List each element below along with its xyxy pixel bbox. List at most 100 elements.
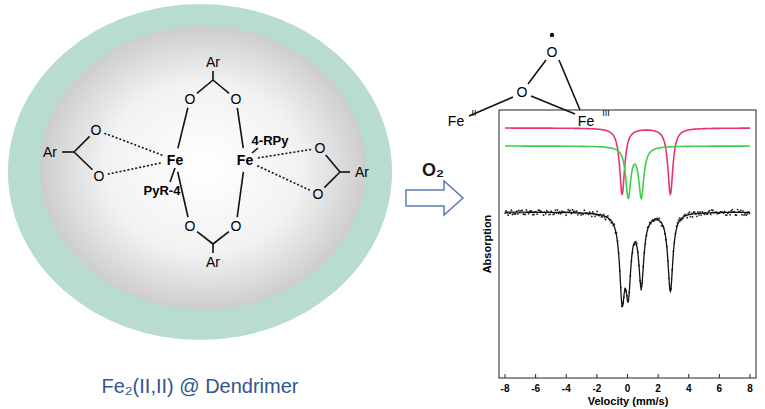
data-point — [744, 213, 746, 215]
data-point — [731, 209, 733, 211]
chemical-bond — [257, 165, 310, 190]
dendrimer-core — [40, 26, 366, 310]
aryl-label: Ar — [43, 145, 57, 159]
chemical-bond — [258, 149, 311, 158]
ligand-label: 4-RPy — [252, 134, 289, 147]
iron-atom: Fe — [167, 153, 183, 167]
data-point — [688, 211, 690, 213]
oxygen-atom: O — [231, 92, 242, 106]
dendrimer-region: ArOOArOOFe4-RPyFePyR-4OOArOOArFe₂(II,II)… — [0, 0, 400, 345]
aryl-label: Ar — [206, 55, 220, 69]
data-point — [596, 210, 598, 212]
chemical-bond — [213, 232, 229, 244]
data-point — [694, 211, 696, 213]
data-point — [736, 214, 738, 216]
axis-tick — [627, 374, 628, 378]
data-point — [507, 214, 509, 216]
chemical-bond — [197, 80, 213, 93]
chemical-bond — [212, 244, 214, 253]
chemical-bond — [213, 80, 229, 93]
data-point — [686, 217, 688, 219]
aryl-label: Ar — [206, 255, 220, 269]
oxygen-atom: O — [547, 45, 558, 59]
data-point — [692, 216, 694, 218]
chemical-bond — [340, 171, 350, 173]
axis-tick — [658, 374, 659, 378]
axis-tick — [596, 374, 597, 378]
chemical-bond — [108, 163, 162, 174]
tick-label: 6 — [717, 384, 723, 394]
iron-atom: Fe — [237, 153, 253, 167]
axis-tick — [505, 374, 506, 378]
oxygen-atom: O — [91, 123, 102, 137]
data-point — [549, 213, 551, 215]
data-point — [726, 214, 728, 216]
chemical-bond — [324, 172, 340, 188]
chemical-bond — [74, 152, 93, 170]
data-point — [737, 209, 739, 211]
oxygen-atom: O — [315, 141, 326, 155]
data-point — [572, 209, 574, 211]
data-point — [528, 213, 530, 215]
data-point — [565, 214, 567, 216]
component-curve — [505, 128, 750, 194]
dendrimer-outer — [8, 4, 392, 340]
data-point — [511, 209, 513, 211]
data-point — [533, 214, 535, 216]
iron-atom: Fe — [578, 114, 594, 128]
data-point — [591, 215, 593, 217]
chemical-bond — [237, 172, 243, 217]
data-point — [740, 209, 742, 211]
data-point — [543, 214, 545, 216]
data-point — [518, 209, 520, 211]
oxygen-atom: O — [94, 169, 105, 183]
radical-dot — [550, 33, 554, 37]
iron-atom: Fe — [448, 114, 464, 128]
data-point — [700, 214, 702, 216]
axis-tick — [535, 374, 536, 378]
data-point — [576, 210, 578, 212]
component-curve — [505, 146, 750, 199]
data-point — [696, 215, 698, 217]
tick-label: 2 — [655, 384, 661, 394]
data-point — [605, 219, 607, 221]
data-point — [569, 210, 571, 212]
reaction-arrow — [406, 181, 463, 215]
reagent-label: O₂ — [422, 161, 444, 179]
data-point — [594, 216, 596, 218]
chemical-bond — [528, 60, 546, 84]
data-point — [554, 209, 556, 211]
data-point — [697, 211, 699, 213]
data-point — [545, 213, 547, 215]
chemical-bond — [559, 60, 580, 110]
data-point — [524, 213, 526, 215]
chemical-bond — [62, 151, 74, 153]
data-point — [743, 214, 745, 216]
chemical-bond — [178, 108, 188, 149]
oxygen-atom: O — [517, 85, 528, 99]
data-point — [536, 213, 538, 215]
axis-label: Velocity (mm/s) — [588, 396, 669, 407]
data-point — [658, 218, 660, 220]
tick-label: 0 — [625, 384, 631, 394]
data-point — [557, 209, 559, 211]
data-point — [604, 217, 606, 219]
dendrimer-shell — [0, 0, 400, 345]
aryl-label: Ar — [355, 165, 369, 179]
tick-label: -8 — [501, 384, 510, 394]
axis-tick — [688, 374, 689, 378]
data-point — [577, 214, 579, 216]
axis-tick — [566, 374, 567, 378]
data-point — [607, 215, 609, 217]
data-point — [517, 213, 519, 215]
tick-label: -2 — [592, 384, 601, 394]
axis-tick — [750, 374, 751, 378]
data-point — [592, 211, 594, 213]
chemical-bond — [212, 71, 214, 80]
chemical-bond — [197, 232, 213, 244]
data-point — [690, 216, 692, 218]
data-point — [521, 210, 523, 212]
oxidation-state: II — [471, 109, 476, 118]
chemical-bond — [326, 155, 340, 172]
oxidation-state: III — [602, 109, 610, 118]
